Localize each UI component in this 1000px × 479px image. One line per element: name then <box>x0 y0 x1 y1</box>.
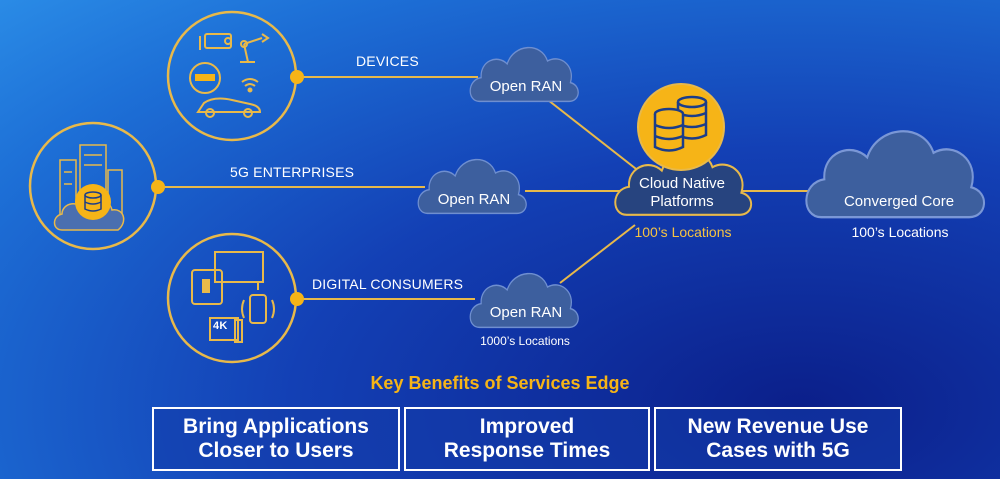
line-ran-top-to-platform <box>547 99 641 173</box>
meter-icon <box>189 62 221 94</box>
robot-arm-icon <box>240 33 270 63</box>
wifi-icon <box>241 78 259 93</box>
converged-core-label: Converged Core <box>843 193 955 210</box>
monitor-icon <box>214 251 264 283</box>
benefit-box-2: Improved Response Times <box>404 407 650 471</box>
benefit-2-line1: Improved <box>479 415 575 438</box>
benefits-title: Key Benefits of Services Edge <box>370 373 630 393</box>
signal-icon <box>241 299 245 319</box>
cloud-native-line1: Cloud Native <box>639 175 725 192</box>
benefit-3-line2: Cases with 5G <box>706 439 850 462</box>
benefit-1-line2: Closer to Users <box>198 439 354 462</box>
hand-icon <box>202 279 210 293</box>
database-icon <box>75 184 111 220</box>
benefit-1-line1: Bring Applications <box>183 415 369 438</box>
line-ran-bottom-to-platform <box>559 224 636 284</box>
camera-icon <box>199 33 232 50</box>
label-5g-enterprises: 5G ENTERPRISES <box>230 164 355 180</box>
tv-4k-label: 4K <box>213 320 228 332</box>
benefit-2-line2: Response Times <box>443 439 611 462</box>
ran-mid-label: Open RAN <box>437 191 511 208</box>
phone-icon <box>249 294 267 324</box>
tv-icon <box>209 317 239 341</box>
remote-icon <box>234 319 243 343</box>
ran-top-label: Open RAN <box>489 78 563 95</box>
cloud-native-label: Cloud Native Platforms <box>622 175 742 211</box>
consumers-circle <box>166 232 304 364</box>
cloud-native-platform <box>614 83 753 216</box>
benefit-box-3: New Revenue Use Cases with 5G <box>654 407 902 471</box>
cloud-native-line2: Platforms <box>650 193 714 210</box>
ran-locations: 1000’s Locations <box>480 334 570 348</box>
benefit-box-1: Bring Applications Closer to Users <box>152 407 400 471</box>
tablet-icon <box>191 269 223 305</box>
benefit-3-line1: New Revenue Use <box>687 415 869 438</box>
core-locations: 100’s Locations <box>851 224 949 240</box>
label-devices: DEVICES <box>356 53 419 69</box>
devices-circle <box>166 10 304 142</box>
enterprises-circle <box>28 121 165 251</box>
connector-lines <box>158 76 810 300</box>
platform-locations: 100’s Locations <box>634 224 732 240</box>
car-icon <box>196 97 262 118</box>
ran-bottom-label: Open RAN <box>489 304 563 321</box>
label-digital-consumers: DIGITAL CONSUMERS <box>312 276 464 292</box>
